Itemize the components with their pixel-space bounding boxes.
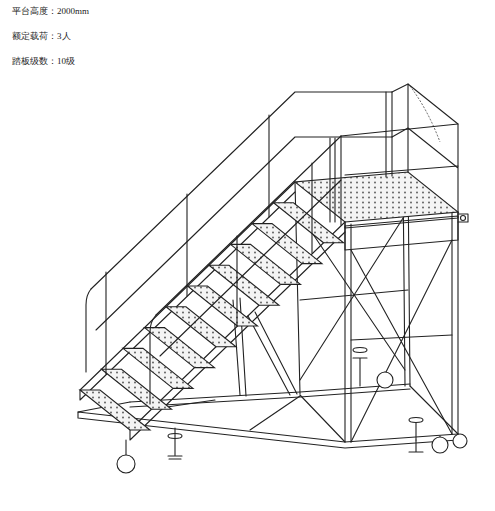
caster-wheel xyxy=(117,372,467,473)
handrail xyxy=(86,92,392,374)
spec-note: 额定载荷：3人 xyxy=(12,31,71,42)
stair-tread xyxy=(274,203,344,243)
safety-chain xyxy=(410,86,440,142)
stair-stringer xyxy=(80,182,345,440)
stair-support xyxy=(233,298,297,396)
support-tower xyxy=(295,172,468,442)
handrail xyxy=(150,136,341,404)
platform-deck xyxy=(295,172,458,222)
spec-note: 平台高度：2000mm xyxy=(12,6,89,17)
leveling-foot xyxy=(168,348,423,460)
platform-rail xyxy=(330,84,458,222)
stair-treads xyxy=(102,203,344,409)
spec-note: 踏板级数：10级 xyxy=(12,56,75,67)
